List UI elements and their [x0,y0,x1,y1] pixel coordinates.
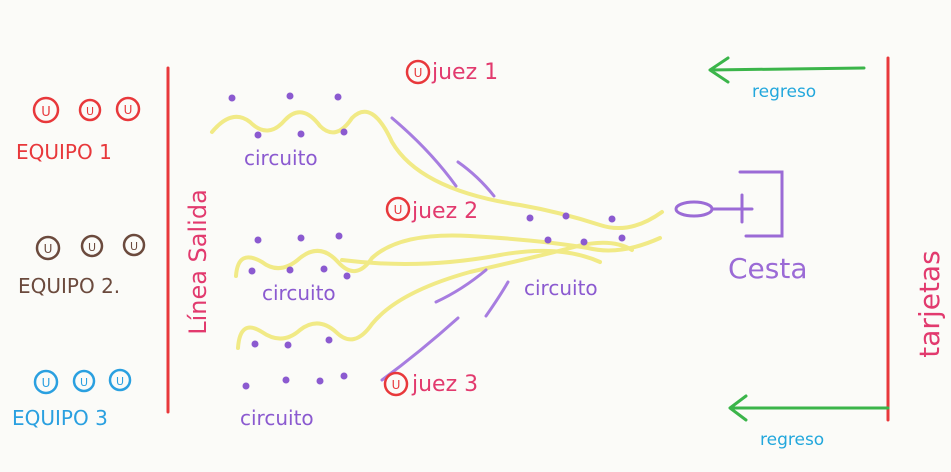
svg-text:U: U [42,376,51,390]
judge-marks: U U U [383,59,431,397]
team-1-label: EQUIPO 1 [16,140,112,164]
start-line-label: Línea Salida [184,189,212,335]
svg-text:U: U [86,105,94,118]
basket-label: Cesta [728,252,808,285]
circuit-dots [228,92,626,390]
svg-text:U: U [392,378,401,392]
svg-text:U: U [124,103,133,117]
return-arrow-top [708,56,866,84]
cards-label: tarjetas [913,250,946,358]
circuit-path-top [210,109,664,230]
basket-icon [674,170,784,238]
circuit-label-center: circuito [524,276,598,300]
return-arrows [708,56,890,422]
svg-text:U: U [44,242,53,256]
judge-2-label: juez 2 [412,199,479,224]
judge-3-label: juez 3 [412,372,479,397]
team-3-players: U U U [33,368,132,395]
svg-text:U: U [394,203,403,217]
svg-text:U: U [41,105,51,120]
team-2-players: U U U [35,233,146,261]
circuit-paths [210,109,664,350]
svg-text:U: U [80,376,88,389]
circuit-label-top: circuito [244,146,318,170]
judge-1-label: juez 1 [432,60,499,85]
circuit-label-bottom: circuito [240,406,314,430]
circuit-label-middle: circuito [262,281,336,305]
return-label-bottom: regreso [760,430,825,450]
svg-text:U: U [414,66,423,80]
svg-text:U: U [88,241,96,254]
return-label-top: regreso [752,82,817,102]
svg-text:U: U [116,375,124,388]
svg-text:U: U [130,240,138,253]
team-3-label: EQUIPO 3 [12,406,108,430]
team-2-label: EQUIPO 2. [18,274,121,298]
return-arrow-bottom [728,394,890,422]
circuit-path-lower [236,240,634,350]
team-1-players: U U U [32,96,141,124]
circuit-path-branch [340,248,602,266]
